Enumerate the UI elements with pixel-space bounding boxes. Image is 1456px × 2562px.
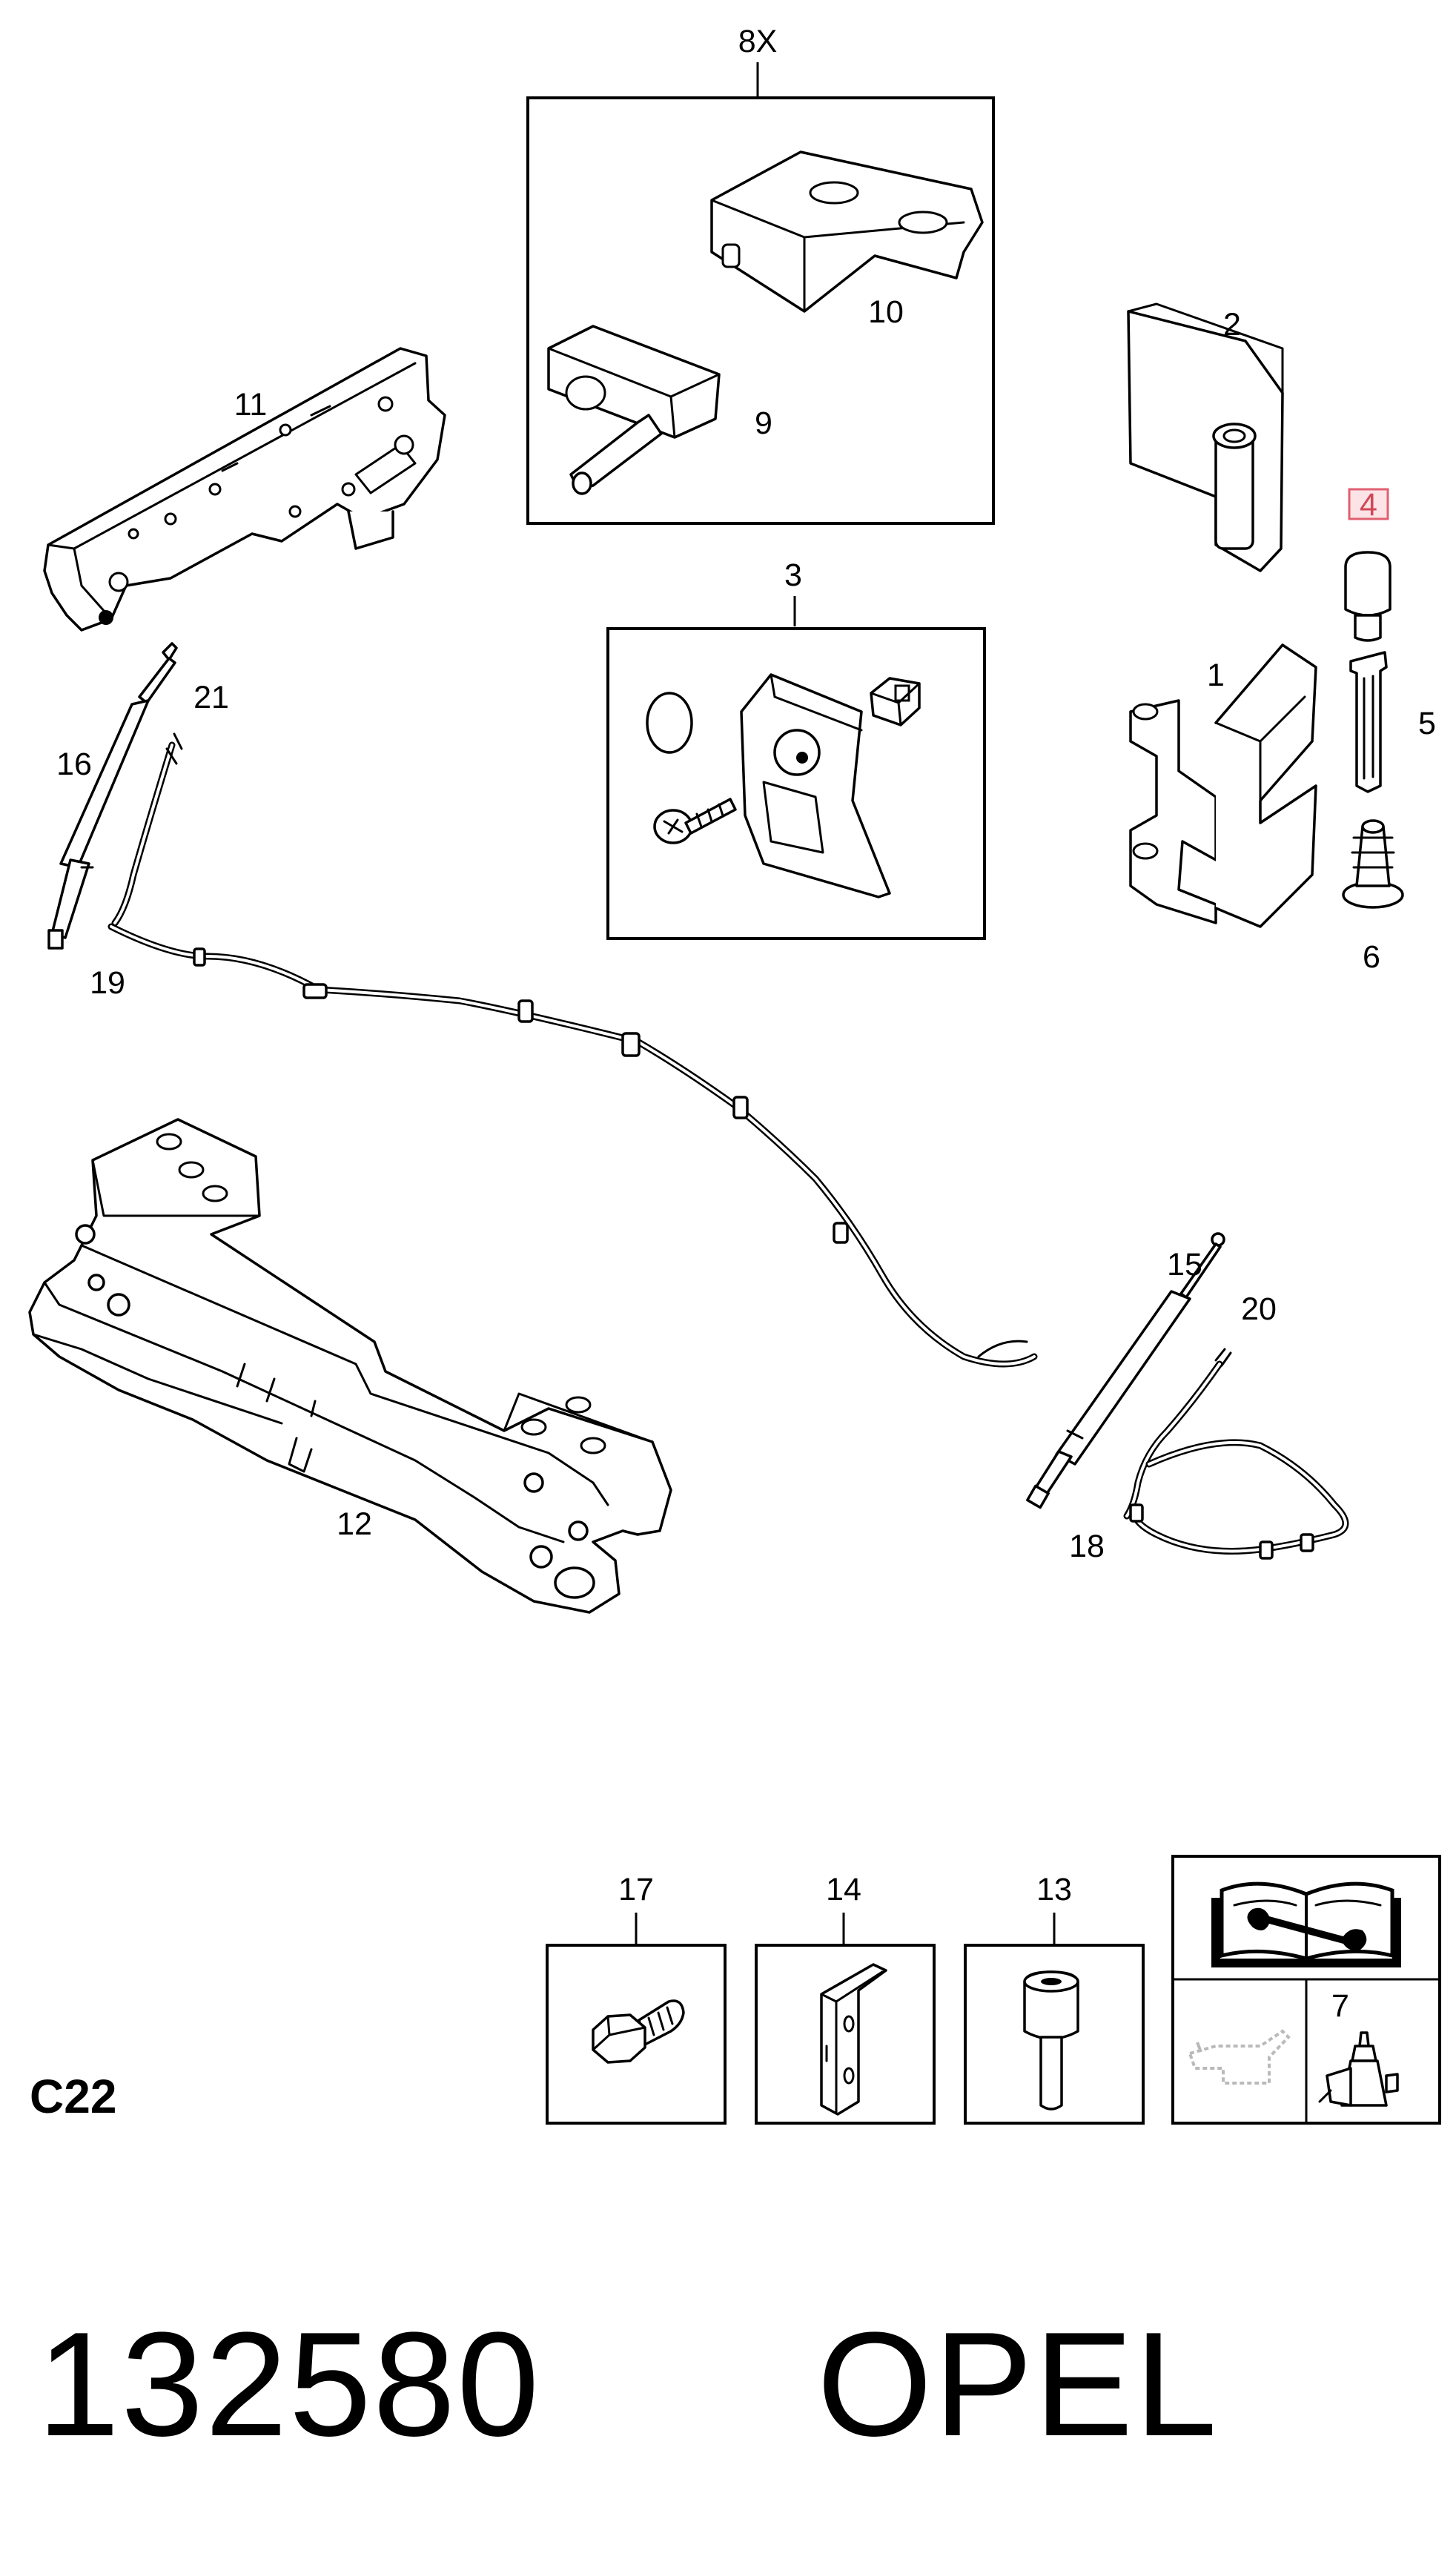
group-8x: 8X 10 9 (526, 24, 995, 525)
section-code: C22 (30, 2070, 116, 2123)
part-5-sleeve[interactable]: 5 (1349, 651, 1436, 793)
callout-16: 16 (56, 747, 92, 782)
oil-can-icon (1188, 2029, 1291, 2085)
part-11-rail[interactable]: 11 (43, 347, 446, 632)
callout-3: 3 (784, 557, 802, 593)
callout-11: 11 (234, 387, 268, 423)
manual-book-wrench-icon[interactable] (1211, 1881, 1401, 1967)
part-14-bracket[interactable]: 14 (755, 1872, 936, 2125)
callout-13: 13 (1036, 1872, 1072, 1907)
adhesive-tube-icon[interactable]: 7 (1318, 1988, 1399, 2107)
callout-9: 9 (755, 406, 772, 441)
part-13-pin[interactable]: 13 (964, 1872, 1145, 2125)
callout-15: 15 (1167, 1247, 1202, 1282)
part-3-cap[interactable] (646, 692, 693, 754)
callout-2: 2 (1223, 307, 1241, 342)
part-10-bracket[interactable]: 10 (710, 150, 984, 330)
callout-17: 17 (618, 1872, 654, 1907)
part-18-cable[interactable] (1123, 1348, 1349, 1560)
part-15-gas-strut[interactable]: 15 (1026, 1232, 1225, 1509)
callout-21: 21 (193, 680, 229, 715)
callout-8x: 8X (738, 24, 778, 59)
callout-20: 20 (1241, 1291, 1277, 1327)
callout-1: 1 (1207, 658, 1225, 693)
group-3-box (606, 627, 986, 940)
part-16-gas-strut[interactable]: 16 (47, 642, 178, 950)
callout-10: 10 (868, 294, 904, 330)
callout-4-highlight (1348, 488, 1389, 520)
callout-7: 7 (1331, 1988, 1349, 2024)
footer-brand: OPEL (817, 2302, 1219, 2467)
part-19-cable[interactable] (107, 732, 1038, 1368)
callout-6: 6 (1363, 939, 1380, 975)
part-17-bolt[interactable]: 17 (546, 1872, 727, 2125)
callout-5: 5 (1418, 706, 1436, 741)
callout-18: 18 (1069, 1529, 1105, 1564)
callout-19: 19 (90, 965, 125, 1001)
callout-14: 14 (826, 1872, 861, 1907)
service-info-panel: 7 (1171, 1855, 1441, 2125)
part-3-screw[interactable] (653, 798, 737, 844)
part-2-hinge-upper[interactable]: 2 (1127, 302, 1284, 572)
part-1-hinge-lower[interactable]: 1 (1129, 643, 1317, 928)
part-12-frame[interactable]: 12 (28, 1118, 672, 1614)
part-9-pin-block[interactable]: 9 (547, 325, 772, 495)
callout-4[interactable]: 4 (1360, 487, 1377, 523)
part-3-clip[interactable] (870, 677, 921, 726)
group-3: 3 (606, 557, 986, 940)
part-4-bumper[interactable]: 4 (1344, 487, 1392, 642)
group-8x-box (526, 96, 995, 525)
part-6-clip[interactable]: 6 (1342, 819, 1404, 975)
footer-part-number: 132580 (37, 2302, 540, 2467)
part-3-plate[interactable] (740, 673, 891, 898)
callout-12: 12 (337, 1506, 372, 1542)
